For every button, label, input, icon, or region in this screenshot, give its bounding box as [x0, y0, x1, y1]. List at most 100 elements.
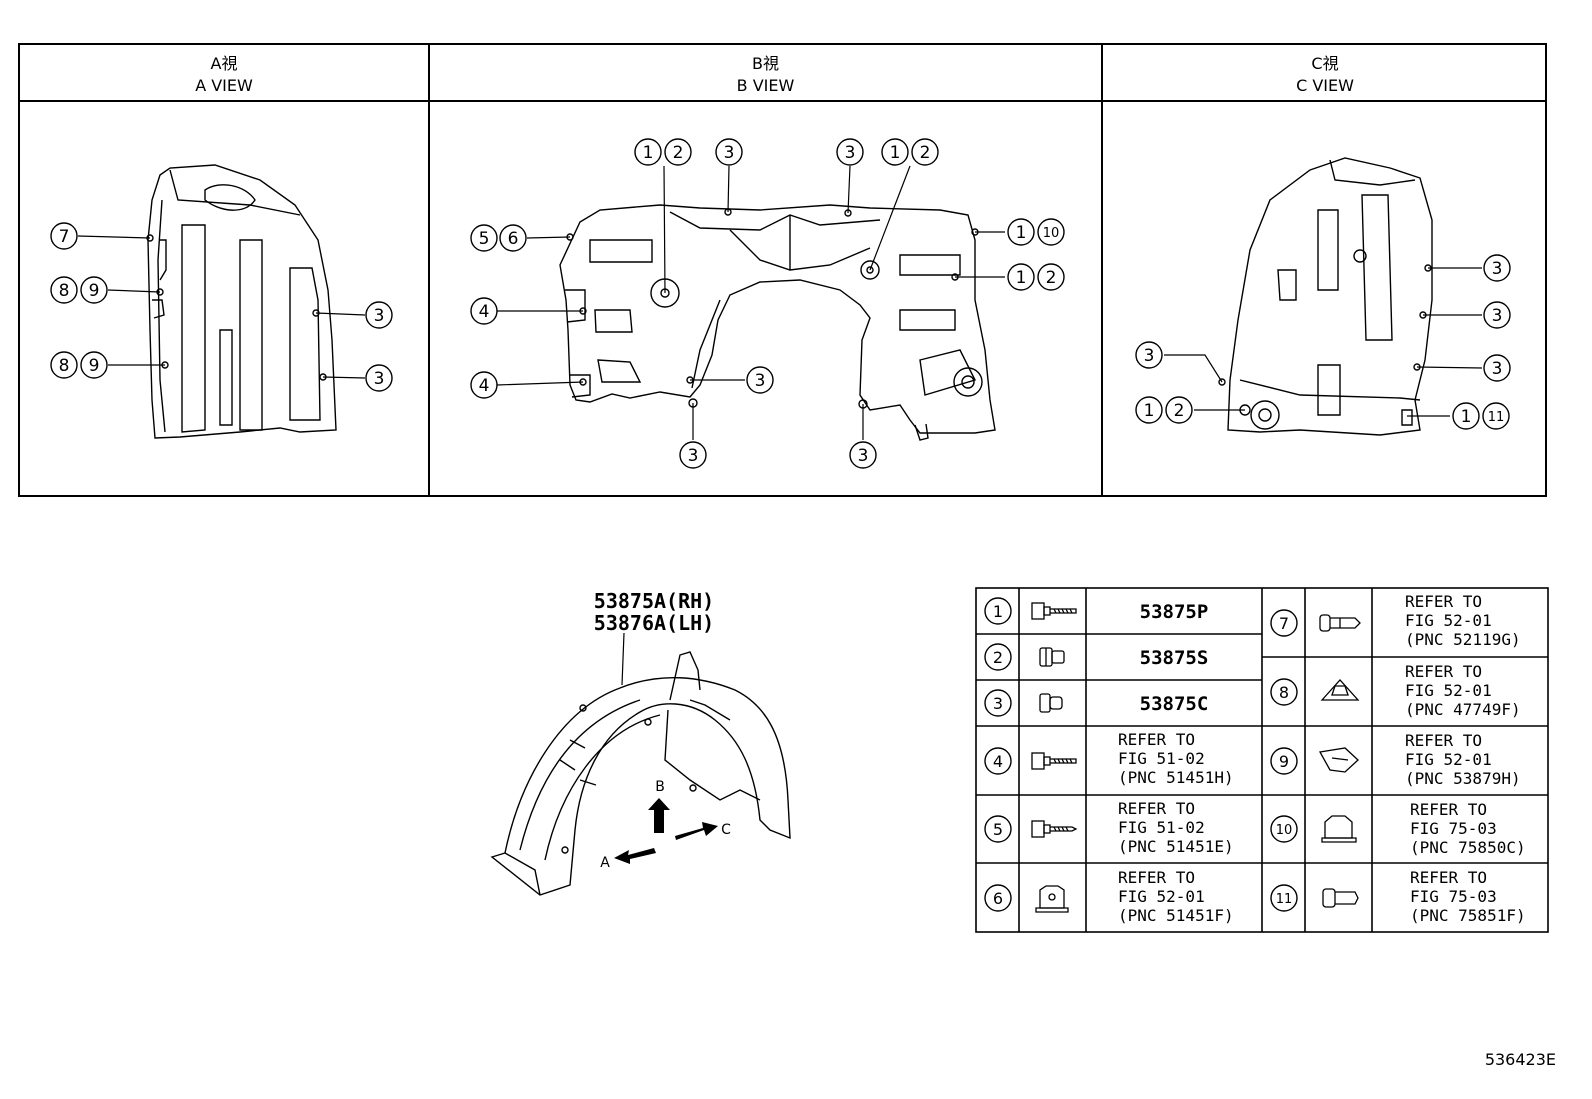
views-frame	[18, 43, 1547, 497]
callout-a-5: 9	[89, 356, 100, 376]
callout-a-2: 8	[59, 281, 70, 301]
legend-texts: 53875P 53875S 53875C REFER TO FIG 51-02 …	[1118, 592, 1526, 925]
callout-b-15: 3	[755, 371, 766, 391]
legend-num-6: 6	[993, 889, 1003, 908]
legend-ref-6-a: REFER TO	[1118, 868, 1195, 887]
legend-part-3: 53875C	[1140, 693, 1209, 715]
legend-ref-10-b: FIG 75-03	[1410, 819, 1497, 838]
screw-icon	[1031, 820, 1078, 838]
view-c-leaders	[1164, 267, 1483, 417]
legend-ref-11-c: (PNC 75851F)	[1410, 906, 1526, 925]
callout-b-2: 2	[673, 143, 684, 163]
callout-b-4: 3	[845, 143, 856, 163]
legend-num-1: 1	[993, 602, 1003, 621]
legend-ref-8-b: FIG 52-01	[1405, 681, 1492, 700]
grommet-icon	[1321, 815, 1357, 843]
arrow-a-icon	[614, 848, 656, 864]
view-c-jp-label: C視	[1311, 54, 1339, 73]
callout-numbers: 7 8 9 8 9 3 3 1 2 3 3 1 2 5 6 1 10 1 2 4…	[59, 143, 1505, 466]
callout-b-17: 3	[858, 446, 869, 466]
callout-b-10: 10	[1043, 226, 1060, 241]
view-b-jp-label: B視	[752, 54, 779, 73]
arrow-c-label: C	[721, 822, 731, 838]
main-part-rh: 53875A(RH)	[594, 589, 714, 613]
plug-icon	[1322, 888, 1359, 908]
arrow-b-label: B	[655, 779, 665, 795]
arrow-c-icon	[675, 822, 718, 840]
legend-ref-4-c: (PNC 51451H)	[1118, 768, 1234, 787]
callout-b-11: 1	[1016, 268, 1027, 288]
legend-num-11: 11	[1276, 892, 1293, 907]
view-c-en-label: C VIEW	[1296, 76, 1354, 95]
callout-b-13: 4	[479, 302, 490, 322]
legend-ref-11-a: REFER TO	[1410, 868, 1487, 887]
legend-ref-7-c: (PNC 52119G)	[1405, 630, 1521, 649]
legend-num-2: 2	[993, 648, 1003, 667]
fastener-block-icon	[1035, 885, 1069, 913]
view-b-en-label: B VIEW	[736, 76, 795, 95]
legend-ref-5-a: REFER TO	[1118, 799, 1195, 818]
main-part-lh: 53876A(LH)	[594, 611, 714, 635]
legend-num-7: 7	[1279, 614, 1289, 633]
view-b-header: B視 B VIEW	[430, 53, 1101, 97]
views-divider-1	[428, 43, 430, 497]
bolt-icon	[1031, 752, 1077, 770]
callout-c-2: 3	[1492, 306, 1503, 326]
arrow-a-label: A	[600, 855, 610, 871]
callout-c-7: 1	[1461, 407, 1472, 427]
legend-ref-8-c: (PNC 47749F)	[1405, 700, 1521, 719]
fender-liner-sketch	[490, 651, 791, 896]
legend-ref-4-a: REFER TO	[1118, 730, 1195, 749]
callout-b-5: 1	[890, 143, 901, 163]
legend-ref-9-a: REFER TO	[1405, 731, 1482, 750]
callout-b-8: 6	[508, 229, 519, 249]
callout-a-1: 7	[59, 227, 70, 247]
triangle-clip-icon	[1320, 679, 1360, 701]
callout-a-4: 8	[59, 356, 70, 376]
callout-b-9: 1	[1016, 223, 1027, 243]
callout-b-3: 3	[724, 143, 735, 163]
callout-c-6: 2	[1174, 401, 1185, 421]
view-arrows	[614, 798, 718, 864]
callout-circles	[50, 138, 1511, 469]
legend-circles	[984, 597, 1298, 912]
bolt-icon	[1031, 602, 1077, 620]
figure-id: 536423E	[1485, 1050, 1556, 1069]
legend-ref-11-b: FIG 75-03	[1410, 887, 1497, 906]
callout-b-16: 3	[688, 446, 699, 466]
legend-ref-6-b: FIG 52-01	[1118, 887, 1205, 906]
legend-table	[975, 587, 1549, 933]
legend-num-8: 8	[1279, 683, 1289, 702]
legend-ref-10-a: REFER TO	[1410, 800, 1487, 819]
view-a-part-sketch	[146, 164, 337, 439]
main-part-leader	[621, 632, 625, 686]
legend-ref-9-c: (PNC 53879H)	[1405, 769, 1521, 788]
callout-a-3: 9	[89, 281, 100, 301]
callout-b-1: 1	[643, 143, 654, 163]
legend-num-9: 9	[1279, 752, 1289, 771]
view-b-leaders	[496, 165, 1005, 440]
callout-b-7: 5	[479, 229, 490, 249]
legend-ref-7-b: FIG 52-01	[1405, 611, 1492, 630]
clip-icon	[1039, 693, 1063, 713]
view-a-jp-label: A視	[210, 54, 238, 73]
legend-ref-5-c: (PNC 51451E)	[1118, 837, 1234, 856]
callout-c-5: 1	[1144, 401, 1155, 421]
view-b-part-sketch	[559, 204, 996, 441]
view-a-leaders	[77, 235, 366, 379]
callout-c-8: 11	[1488, 410, 1505, 425]
view-c-part-sketch	[1218, 157, 1433, 436]
legend-ref-8-a: REFER TO	[1405, 662, 1482, 681]
nut-icon	[1039, 647, 1065, 667]
legend-num-5: 5	[993, 820, 1003, 839]
view-a-en-label: A VIEW	[195, 76, 253, 95]
legend-ref-5-b: FIG 51-02	[1118, 818, 1205, 837]
legend-part-1: 53875P	[1140, 601, 1209, 623]
view-c-header: C視 C VIEW	[1103, 53, 1547, 97]
legend-part-2: 53875S	[1140, 647, 1209, 669]
legend-numbers: 1 2 3 4 5 6 7 8 9 10 11	[993, 602, 1292, 908]
callout-b-12: 2	[1046, 268, 1057, 288]
legend-ref-10-c: (PNC 75850C)	[1410, 838, 1526, 857]
legend-num-3: 3	[993, 694, 1003, 713]
